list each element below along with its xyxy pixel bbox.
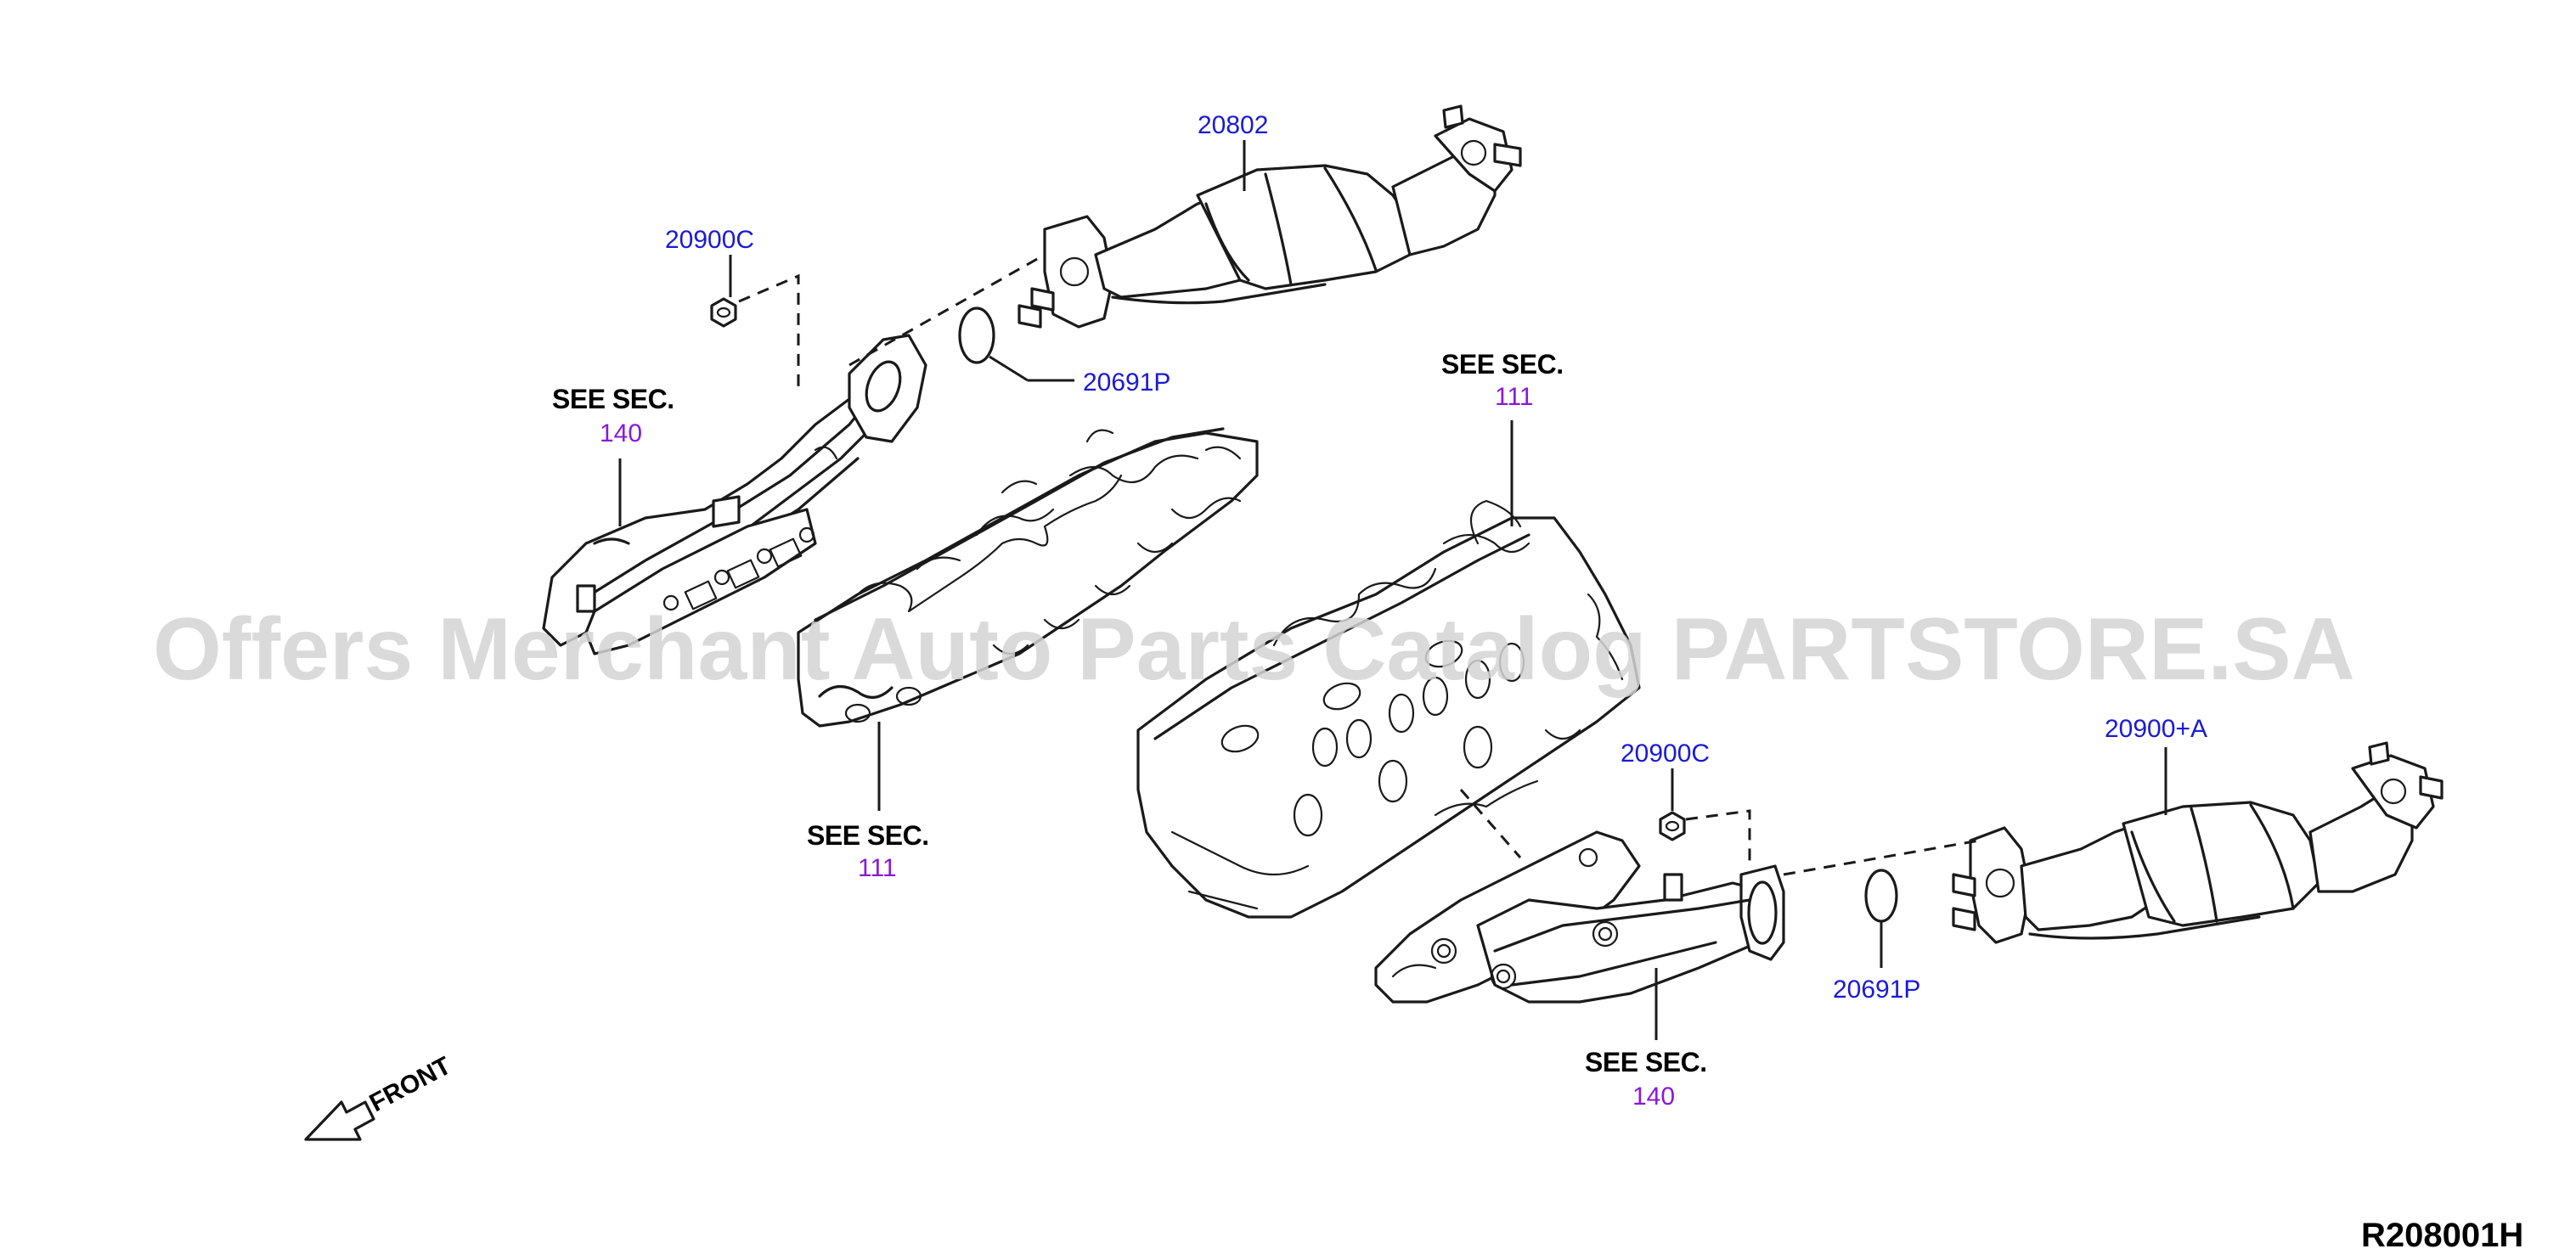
assembly-dashed-lines <box>738 253 1980 876</box>
see-sec-label-left-140: SEE SEC. <box>552 384 674 414</box>
see-sec-label-right-111: SEE SEC. <box>1441 349 1564 380</box>
catalytic-converter-20900a <box>1952 741 2444 944</box>
front-label: FRONT <box>365 1052 456 1118</box>
left-exhaust-manifold <box>542 334 927 655</box>
diagram-code: R208001H <box>2361 1217 2523 1254</box>
see-sec-label-left-111: SEE SEC. <box>807 820 929 851</box>
callout-20691p-bottom[interactable]: 20691P <box>1833 976 1920 1004</box>
gasket-ring-top <box>958 307 995 364</box>
right-exhaust-manifold <box>1374 830 1785 1004</box>
leader-lines <box>618 140 2167 1040</box>
callout-20802[interactable]: 20802 <box>1198 111 1268 139</box>
gasket-ring-bottom <box>1864 869 1898 923</box>
see-sec-link-left-140[interactable]: 140 <box>600 419 642 447</box>
see-sec-link-bottom-140[interactable]: 140 <box>1632 1083 1675 1111</box>
left-cylinder-head <box>797 427 1259 728</box>
right-cylinder-head <box>1136 499 1641 919</box>
nut-bottom <box>1659 811 1686 841</box>
callout-20691p-top[interactable]: 20691P <box>1083 368 1170 397</box>
nut-top <box>710 297 737 328</box>
see-sec-link-right-111[interactable]: 111 <box>1495 383 1534 411</box>
callout-20900c-bottom[interactable]: 20900C <box>1621 740 1710 768</box>
see-sec-link-left-111[interactable]: 111 <box>858 854 897 882</box>
see-sec-label-bottom-140: SEE SEC. <box>1585 1047 1707 1077</box>
watermark: Offers Merchant Auto Parts Catalog PARTS… <box>153 600 2355 699</box>
callout-20900c-top[interactable]: 20900C <box>665 226 754 254</box>
catalytic-converter-20802 <box>1017 104 1522 329</box>
front-arrow-icon <box>304 1100 375 1141</box>
callout-20900a[interactable]: 20900+A <box>2105 715 2207 743</box>
